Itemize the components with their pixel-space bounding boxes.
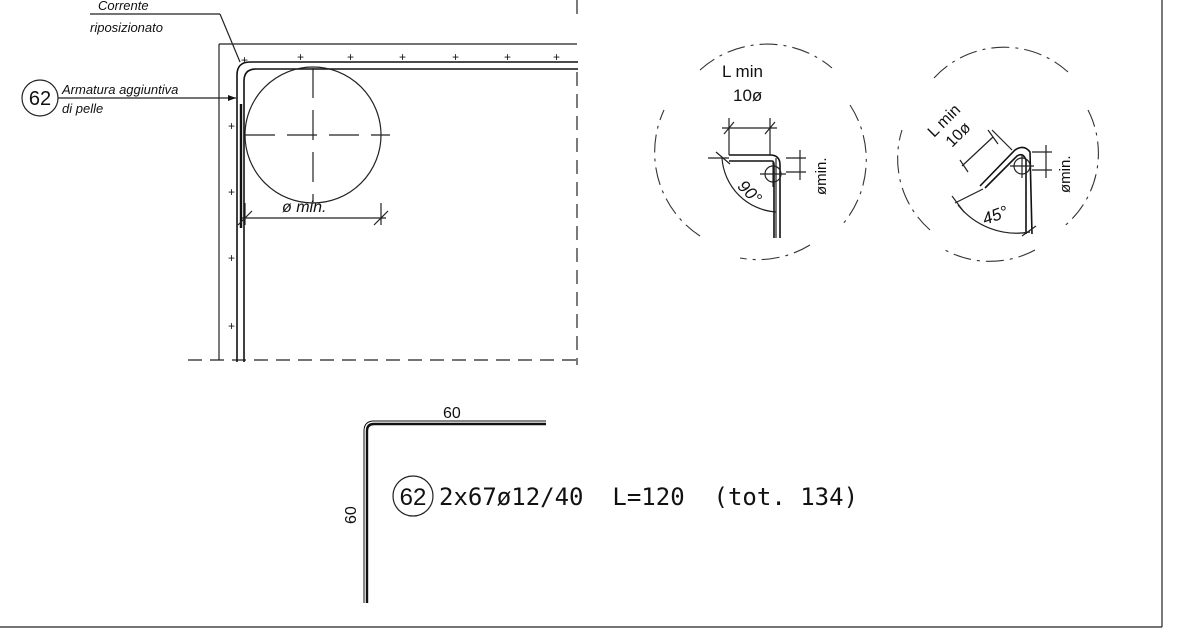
svg-text:+: + (241, 53, 248, 67)
schedule-spec: 2x67ø12/40 L=120 (tot. 134) (439, 483, 858, 511)
schedule-mark-number: 62 (400, 484, 427, 511)
corrente-label-line1: Corrente (98, 0, 149, 13)
svg-text:+: + (228, 319, 235, 333)
svg-text:+: + (297, 50, 304, 64)
bend-detail-45: L min 10ø 45° ømin. (897, 46, 1099, 262)
schedule-mark-circle (392, 475, 434, 517)
distribution-marks-top: + + + + + + + (241, 50, 560, 67)
svg-text:+: + (553, 50, 560, 64)
svg-text:+: + (228, 251, 235, 265)
sheet-frame (0, 0, 1163, 628)
detail-90-angle: 90° (734, 177, 766, 209)
armatura-label-line2: di pelle (62, 101, 103, 116)
detail-90-phimin: ømin. (813, 158, 830, 196)
schedule-top-length: 60 (443, 405, 461, 422)
bend-detail-90: L min 10ø 90° ømin. (654, 43, 867, 261)
armatura-label-line1: Armatura aggiuntiva (61, 82, 178, 97)
svg-text:+: + (347, 50, 354, 64)
bar-schedule: 60 60 62 2x67ø12/40 L=120 (tot. 134) (343, 405, 858, 603)
detail-45-angle: 45° (980, 202, 1011, 229)
detail-90-ten-d: 10ø (733, 86, 762, 105)
svg-text:+: + (228, 119, 235, 133)
detail-45-phimin: ømin. (1057, 156, 1074, 194)
diameter-min-label: ø min. (282, 199, 326, 216)
svg-text:+: + (452, 50, 459, 64)
svg-text:+: + (228, 185, 235, 199)
distribution-marks-side: + + + + (228, 119, 235, 333)
armatura-leader: 62 Armatura aggiuntiva di pelle (21, 79, 236, 117)
schedule-side-length: 60 (343, 506, 360, 524)
svg-text:+: + (504, 50, 511, 64)
corrente-leader: Corrente riposizionato (90, 0, 241, 63)
detail-90-lmin: L min (722, 62, 763, 81)
corrente-label-line2: riposizionato (90, 20, 163, 35)
svg-text:+: + (399, 50, 406, 64)
corner-section: ø min. + + + + + + + + + + + Corrente ri… (21, 0, 578, 365)
mark-number-62: 62 (29, 88, 51, 110)
